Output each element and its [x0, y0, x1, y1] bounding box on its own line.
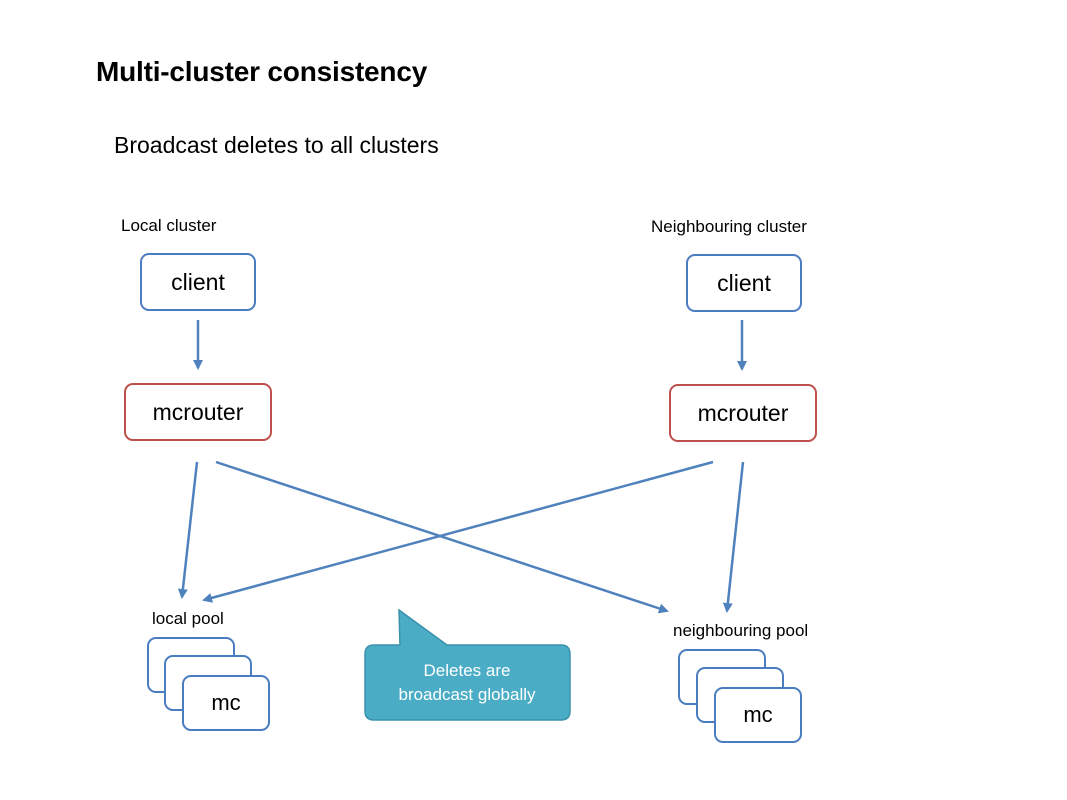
callout-bubble — [364, 608, 571, 721]
local-client-label: client — [171, 268, 225, 295]
neighbour-pool-label: neighbouring pool — [673, 621, 809, 640]
local-pool-node-label: mc — [211, 690, 241, 715]
local-mcrouter-box: mcrouter — [124, 383, 272, 441]
local-cluster-label: Local cluster — [121, 216, 217, 235]
neighbour-client-box: client — [686, 254, 802, 312]
neighbour-pool-node-label: mc — [743, 702, 773, 727]
neighbour-mcrouter-box: mcrouter — [669, 384, 817, 442]
local-mcrouter-label: mcrouter — [152, 398, 244, 425]
slide-title: Multi-cluster consistency — [96, 56, 428, 87]
local-pool-card-front: mc — [182, 675, 270, 731]
local-pool-label: local pool — [152, 609, 224, 628]
slide-subtitle: Broadcast deletes to all clusters — [114, 132, 439, 158]
arrow-neighbour-router-to-neighbour-pool — [722, 461, 745, 613]
local-client-box: client — [140, 253, 256, 311]
neighbour-client-label: client — [717, 269, 771, 296]
neighbour-mcrouter-label: mcrouter — [697, 399, 789, 426]
neighbour-cluster-label: Neighbouring cluster — [651, 217, 807, 236]
neighbour-pool-card-front: mc — [714, 687, 802, 743]
arrow-neighbour-router-to-local-pool — [202, 460, 714, 603]
arrow-local-router-to-local-pool — [177, 461, 199, 599]
callout-text: Deletes are broadcast globally — [398, 660, 536, 704]
